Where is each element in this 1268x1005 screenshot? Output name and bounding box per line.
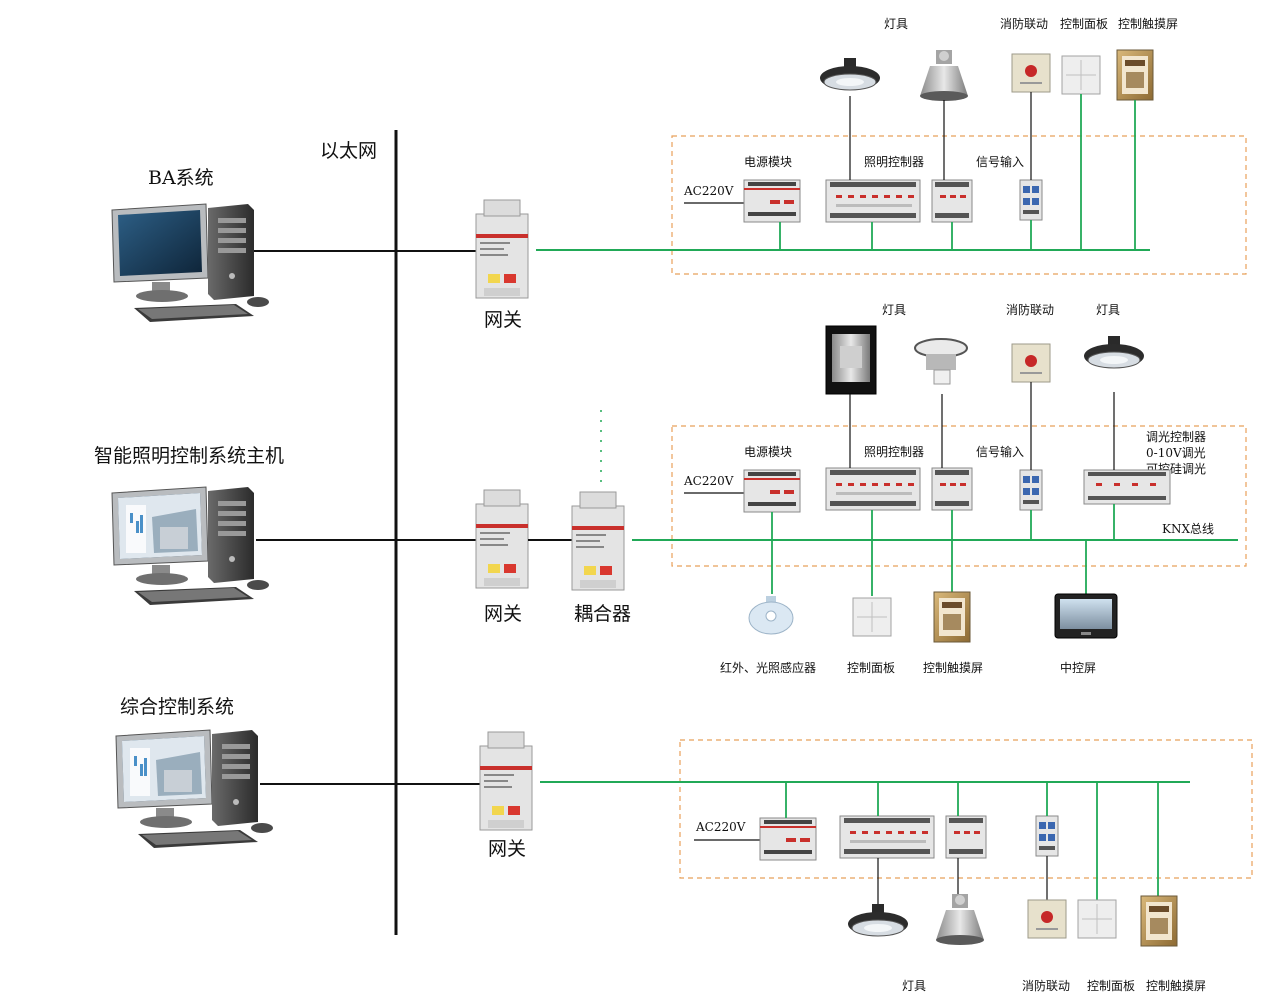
s1-signal-input-icon (1019, 179, 1043, 221)
s1-power-module-icon (743, 179, 801, 223)
s2-canopy-lamp-icon (914, 338, 968, 385)
s2-dimming-controller-icon (1083, 469, 1171, 505)
s1-fire-alarm-icon (1011, 53, 1051, 93)
s2-highbay-lamp-icon (1083, 335, 1145, 369)
s2-ir-sensor-label: 红外、光照感应器 (720, 660, 816, 675)
s2-touch-screen-icon (933, 591, 971, 643)
s3-touch-screen-label: 控制触摸屏 (1146, 979, 1206, 993)
s3-control-panel-icon (1077, 899, 1117, 939)
s3-lighting-controller-8ch-icon (839, 815, 935, 859)
s2-center-screen-icon (1054, 593, 1118, 639)
s3-highbay-lamp-icon (847, 903, 909, 937)
s1-power-module-label: 电源模块 (744, 155, 792, 169)
gateway-2-icon (475, 489, 529, 589)
s3-mining-lamp-icon (936, 894, 984, 945)
s2-touch-screen-label: 控制触摸屏 (923, 661, 983, 675)
s2-floodlight-icon (825, 325, 877, 395)
dimming-label-1: 调光控制器 (1146, 430, 1206, 444)
s2-lamp-label-2: 灯具 (1096, 303, 1120, 317)
gateway-1-label: 网关 (484, 309, 522, 331)
s1-lighting-controller-8ch-icon (825, 179, 921, 223)
s2-lighting-controller-label: 照明控制器 (864, 445, 924, 459)
section-2-dashed-box (671, 425, 1247, 567)
s3-control-panel-label: 控制面板 (1087, 979, 1135, 993)
s1-signal-input-label: 信号输入 (976, 154, 1024, 169)
integrated-control-label: 综合控制系统 (120, 696, 234, 718)
s2-control-panel-label: 控制面板 (847, 661, 895, 675)
ethernet-label: 以太网 (320, 140, 377, 162)
s1-ac-label: AC220V (683, 184, 734, 198)
s3-ac-label: AC220V (695, 820, 746, 834)
s1-touch-screen-label: 控制触摸屏 (1118, 17, 1178, 31)
s2-control-panel-icon (852, 597, 892, 637)
s2-lighting-controller-4ch-icon (931, 467, 973, 511)
s2-ir-sensor-icon (748, 595, 794, 635)
integrated-control-computer-icon (115, 729, 274, 849)
s1-mining-lamp-icon (920, 50, 968, 101)
s2-power-module-icon (743, 469, 801, 513)
lighting-host-label: 智能照明控制系统主机 (94, 445, 284, 467)
coupler-icon (571, 491, 625, 591)
s1-control-panel-label: 控制面板 (1060, 17, 1108, 31)
s1-control-panel-icon (1061, 55, 1101, 95)
s1-lamp-label: 灯具 (884, 17, 908, 31)
s1-highbay-lamp-icon (819, 57, 881, 91)
s2-signal-input-label: 信号输入 (976, 444, 1024, 459)
s1-lighting-controller-4ch-icon (931, 179, 973, 223)
gateway-2-label: 网关 (484, 603, 522, 625)
s2-lamp-label-1: 灯具 (882, 303, 906, 317)
s2-fire-link-label: 消防联动 (1006, 302, 1054, 317)
knx-bus-label: KNX总线 (1162, 522, 1214, 536)
s2-center-screen-label: 中控屏 (1060, 660, 1096, 675)
s3-signal-input-icon (1035, 815, 1059, 857)
s2-lighting-controller-8ch-icon (825, 467, 921, 511)
s2-power-module-label: 电源模块 (744, 445, 792, 459)
ba-computer-icon (111, 203, 270, 323)
s3-lamp-label: 灯具 (902, 979, 926, 993)
section-3-dashed-box (679, 739, 1253, 879)
coupler-label: 耦合器 (574, 603, 631, 625)
s2-fire-alarm-icon (1011, 343, 1051, 383)
ba-system-label: BA系统 (148, 167, 214, 189)
s1-lighting-controller-label: 照明控制器 (864, 155, 924, 169)
section-1-dashed-box (671, 135, 1247, 275)
s3-fire-alarm-icon (1027, 899, 1067, 939)
gateway-3-label: 网关 (488, 838, 526, 860)
s1-touch-screen-icon (1116, 49, 1154, 101)
s1-fire-link-label: 消防联动 (1000, 16, 1048, 31)
s2-signal-input-icon (1019, 469, 1043, 511)
gateway-3-icon (479, 731, 533, 831)
s3-fire-link-label: 消防联动 (1022, 978, 1070, 993)
s3-power-module-icon (759, 817, 817, 861)
gateway-1-icon (475, 199, 529, 299)
s3-lighting-controller-4ch-icon (945, 815, 987, 859)
dimming-label-2: 0-10V调光 (1146, 446, 1206, 460)
s2-ac-label: AC220V (683, 474, 734, 488)
lighting-host-computer-icon (111, 486, 270, 606)
s3-touch-screen-icon (1140, 895, 1178, 947)
